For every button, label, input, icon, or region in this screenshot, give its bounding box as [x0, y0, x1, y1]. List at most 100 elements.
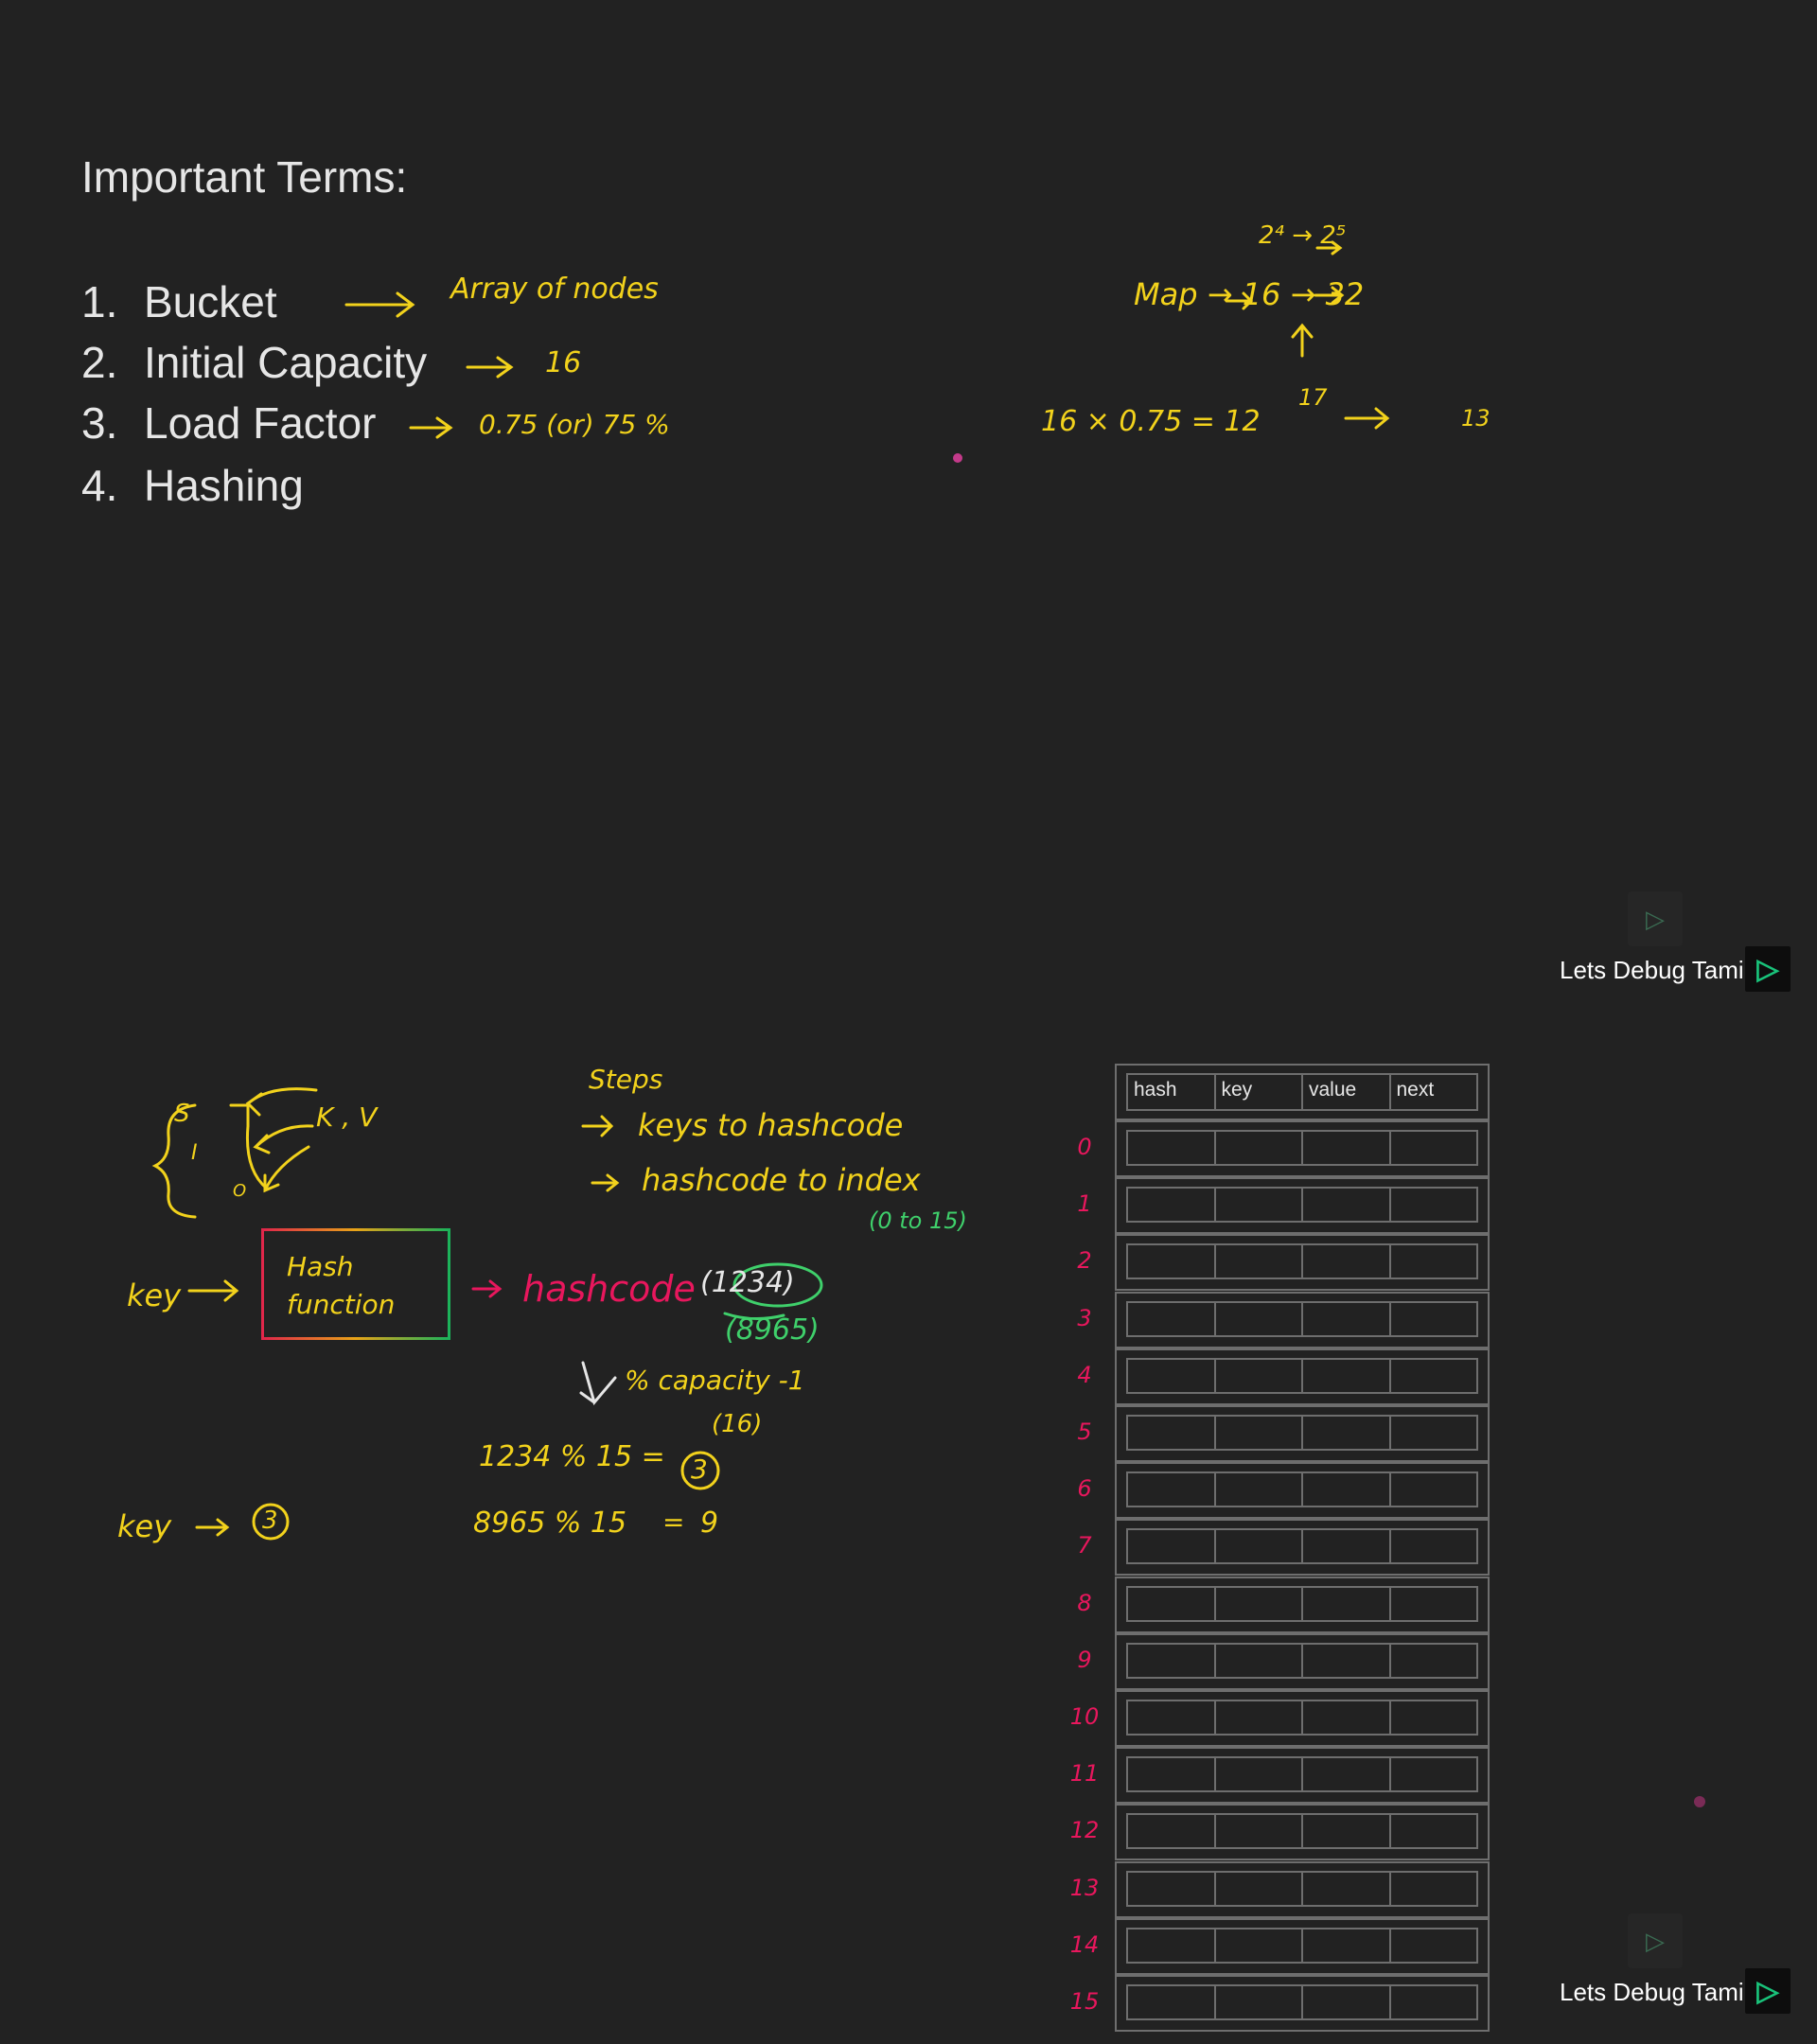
term-label: Bucket — [144, 277, 277, 326]
table-row — [1115, 1177, 1490, 1235]
table-row-inner — [1126, 1528, 1478, 1565]
table-cell-value — [1303, 1644, 1391, 1677]
table-row-inner — [1126, 1813, 1478, 1850]
calc-2-eq: = — [662, 1507, 685, 1538]
table-cell-hash — [1128, 1587, 1216, 1620]
result-circle — [680, 1451, 720, 1490]
header-key: key — [1216, 1075, 1303, 1109]
table-row — [1115, 1462, 1490, 1520]
arrow-up — [1291, 323, 1314, 358]
table-cell-value — [1303, 1929, 1391, 1962]
calc-1: 1234 % 15 = — [479, 1440, 665, 1473]
table-cell-next — [1391, 1815, 1477, 1847]
bucket-index: 13 — [1069, 1874, 1100, 1901]
calc-2: 8965 % 15 — [473, 1507, 627, 1540]
table-row — [1115, 1860, 1490, 1918]
step-2: hashcode to index — [642, 1162, 921, 1198]
key-label: key — [127, 1278, 182, 1313]
mod-capacity: (16) — [712, 1410, 763, 1438]
table-cell-hash — [1128, 1815, 1216, 1848]
bucket-index: 6 — [1077, 1475, 1092, 1503]
label-i: I — [191, 1141, 198, 1165]
table-row — [1115, 1405, 1490, 1462]
table-cell-next — [1391, 1189, 1477, 1221]
annotation-map: Map → 16 → 32 — [1134, 276, 1365, 312]
calc-1-result: 3 — [691, 1454, 708, 1485]
table-cell-hash — [1128, 1417, 1216, 1449]
key-result-circle — [252, 1503, 290, 1541]
table-row-inner — [1126, 1300, 1478, 1337]
table-cell-next — [1391, 1360, 1477, 1392]
term-number: 3. — [81, 398, 118, 448]
label-o: O — [233, 1181, 247, 1201]
table-row-inner — [1126, 1415, 1478, 1451]
table-row — [1115, 1975, 1490, 2032]
header-hash: hash — [1128, 1075, 1216, 1109]
table-cell-next — [1391, 1645, 1477, 1677]
calc-2-result: 9 — [700, 1507, 719, 1540]
arrow-hashcode — [471, 1279, 503, 1298]
bucket-index: 0 — [1077, 1134, 1092, 1160]
label-kv: K , V — [316, 1101, 378, 1133]
term-number: 1. — [81, 277, 118, 326]
hash-value-1: (1234) — [700, 1266, 795, 1299]
steps-title: Steps — [589, 1064, 663, 1095]
table-row — [1115, 1804, 1490, 1861]
table-cell-hash — [1128, 1245, 1216, 1278]
bucket-index: 10 — [1069, 1703, 1100, 1730]
table-cell-key — [1216, 1473, 1303, 1507]
bucket-index: 4 — [1077, 1361, 1092, 1388]
term-number: 2. — [81, 338, 118, 387]
table-cell-next — [1391, 1701, 1477, 1734]
bucket-index: 9 — [1077, 1646, 1092, 1673]
table-row-inner — [1126, 1642, 1478, 1679]
table-cell-value — [1303, 1530, 1391, 1563]
table-cell-hash — [1128, 1701, 1216, 1734]
table-row-inner — [1126, 1243, 1478, 1280]
annotation-13: 13 — [1461, 405, 1491, 432]
bucket-index: 7 — [1077, 1532, 1092, 1559]
table-cell-hash — [1128, 1359, 1216, 1392]
table-row-inner — [1126, 1585, 1478, 1622]
table-cell-hash — [1128, 1758, 1216, 1791]
table-cell-hash — [1128, 1530, 1216, 1563]
watermark-logo-ghost: ▷ — [1628, 891, 1683, 946]
term-label: Initial Capacity — [144, 338, 428, 387]
table-cell-key — [1216, 1587, 1303, 1620]
table-cell-key — [1216, 1758, 1303, 1791]
table-cell-key — [1216, 1417, 1303, 1449]
table-cell-value — [1303, 1815, 1391, 1848]
page-title: Important Terms: — [81, 152, 408, 202]
step-1: keys to hashcode — [638, 1107, 904, 1143]
table-header-inner: hash key value next — [1126, 1073, 1478, 1111]
table-cell-hash — [1128, 1872, 1216, 1905]
table-row-inner — [1126, 1700, 1478, 1736]
table-cell-hash — [1128, 1473, 1216, 1507]
table-cell-next — [1391, 1473, 1477, 1506]
mod-label: % capacity -1 — [625, 1365, 805, 1396]
table-cell-next — [1391, 1303, 1477, 1335]
table-row-inner — [1126, 1756, 1478, 1793]
table-row — [1115, 1747, 1490, 1805]
table-cell-key — [1216, 1132, 1303, 1164]
table-row-inner — [1126, 1471, 1478, 1508]
table-cell-key — [1216, 1530, 1303, 1563]
annotation-power: 2⁴ → 2⁵ — [1259, 221, 1347, 250]
term-hashing: 4.Hashing — [81, 460, 304, 511]
table-row — [1115, 1917, 1490, 1975]
table-row — [1115, 1291, 1490, 1348]
arrow-load-factor — [409, 416, 453, 439]
table-cell-next — [1391, 1245, 1477, 1278]
bucket-index: 15 — [1069, 1988, 1100, 2015]
table-row-inner — [1126, 1870, 1478, 1907]
table-row — [1115, 1519, 1490, 1577]
table-row-inner — [1126, 1927, 1478, 1964]
table-cell-next — [1391, 1929, 1477, 1962]
table-row-inner — [1126, 1187, 1478, 1224]
table-cell-key — [1216, 1701, 1303, 1734]
table-row — [1115, 1632, 1490, 1690]
bucket-index: 2 — [1077, 1247, 1092, 1275]
table-cell-next — [1391, 1588, 1477, 1620]
table-cell-key — [1216, 1359, 1303, 1392]
